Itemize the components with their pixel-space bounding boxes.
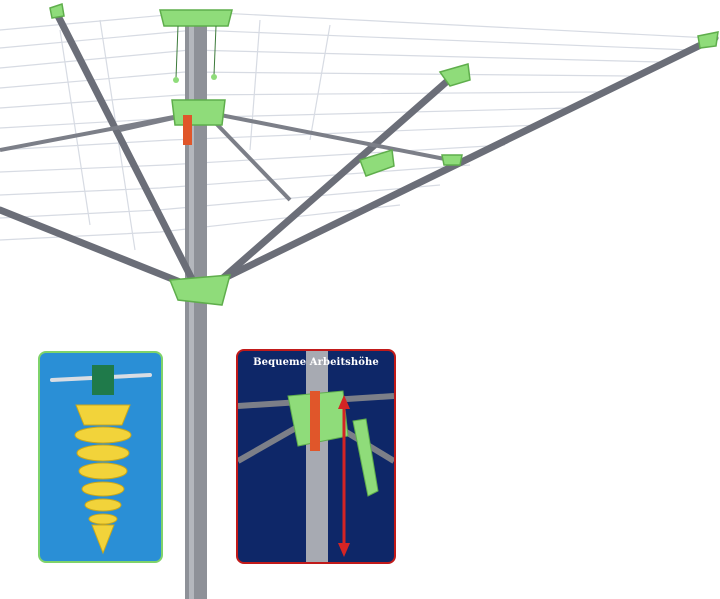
- working-height-illustration: [238, 351, 394, 562]
- ground-spike-illustration: [50, 365, 152, 555]
- crank-handle: [183, 115, 192, 145]
- ground-spike-inset: [38, 351, 163, 563]
- green-hubs: [49, 3, 719, 306]
- inset-title: Bequeme Arbeitshöhe: [253, 357, 379, 368]
- dryer-arms: [0, 6, 719, 294]
- working-height-inset: Bequeme Arbeitshöhe: [236, 349, 396, 564]
